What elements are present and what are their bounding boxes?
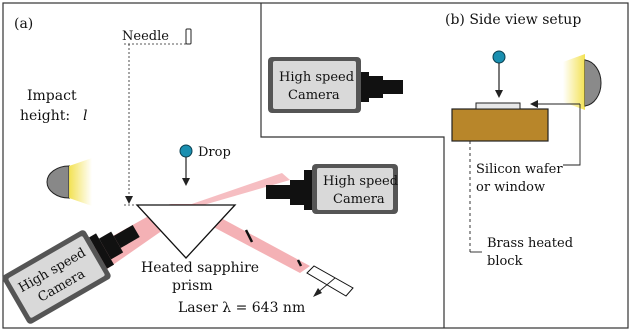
wafer-leader: Silicon wafer or window	[476, 100, 581, 195]
camera-right-a-line1: High speed	[323, 174, 398, 189]
camera-b-line1: High speed	[279, 70, 354, 85]
laser-label: Laser λ = 643 nm	[178, 300, 305, 316]
needle-label: Needle	[122, 29, 169, 44]
prism-label-line1: Heated sapphire	[141, 260, 259, 276]
needle: Needle	[122, 28, 192, 204]
panel-b-title: (b) Side view setup	[445, 12, 581, 28]
laser-source: Laser λ = 643 nm	[178, 265, 354, 316]
brass-block	[451, 102, 549, 142]
sapphire-prism: Heated sapphire prism	[124, 204, 259, 294]
svg-text:height:: height:	[20, 108, 70, 124]
camera-right-a: High speed Camera	[266, 164, 398, 214]
block-leader: Brass heated block	[469, 141, 573, 269]
svg-text:l: l	[83, 108, 87, 124]
prism-label-line2: prism	[172, 278, 213, 294]
impact-height-label: Impact height: l	[20, 88, 87, 124]
camera-right-a-line2: Camera	[333, 192, 385, 207]
svg-text:Impact: Impact	[27, 88, 77, 104]
camera-left-a: High speed Camera	[2, 224, 140, 324]
drop-a: Drop	[179, 144, 231, 186]
lamp-right	[563, 54, 602, 110]
block-label-line2: block	[487, 254, 523, 269]
drop-label: Drop	[198, 145, 231, 160]
lamp-left	[46, 158, 92, 206]
camera-b-line2: Camera	[288, 88, 340, 103]
camera-b: High speed Camera	[268, 57, 403, 113]
wafer-label-line1: Silicon wafer	[476, 162, 563, 177]
wafer-label-line2: or window	[476, 180, 545, 195]
panel-a-tag: (a)	[14, 16, 33, 32]
drop-b	[492, 50, 506, 98]
block-label-line1: Brass heated	[487, 236, 573, 251]
